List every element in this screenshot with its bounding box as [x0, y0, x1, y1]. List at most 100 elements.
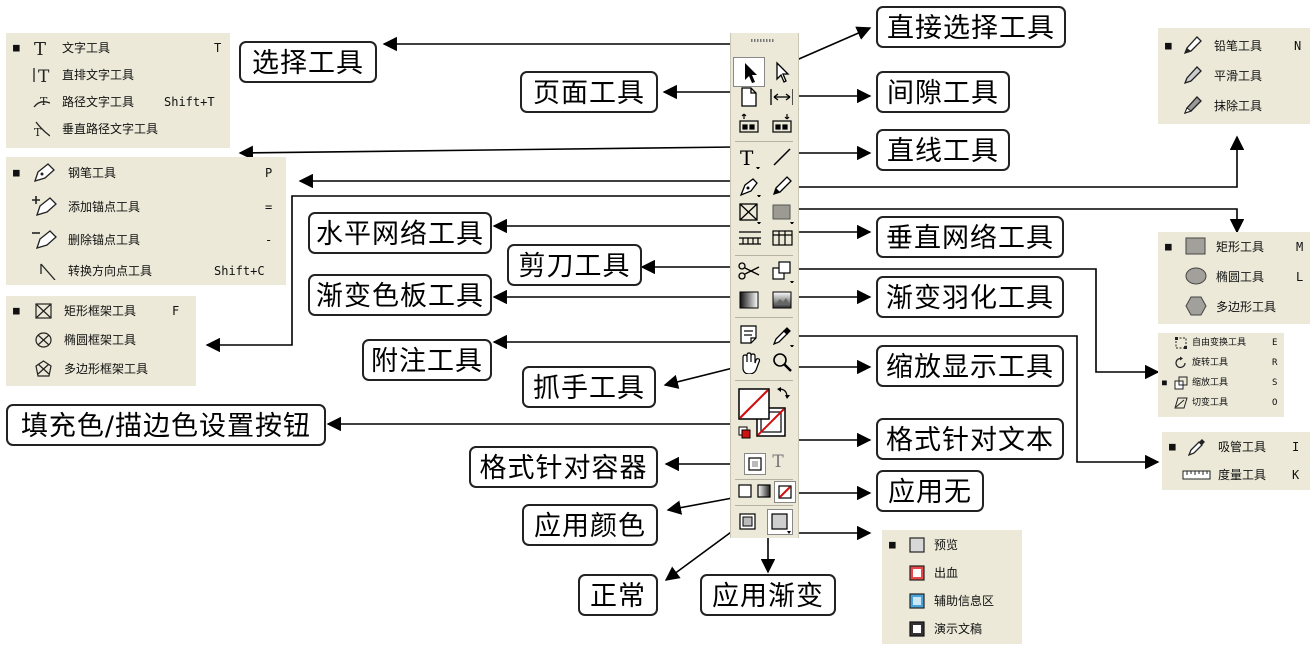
label-fill-stroke-button: 填充色/描边色设置按钮: [6, 404, 326, 446]
flyout-item[interactable]: 抹除工具: [1158, 93, 1310, 119]
free-transform-tool-icon[interactable]: [770, 259, 794, 283]
ellipse-icon: [1185, 267, 1207, 285]
flyout-item[interactable]: 自由变换工具 E: [1158, 333, 1284, 353]
scissors-tool-icon[interactable]: [737, 259, 761, 283]
label-direct-select-tool: 直接选择工具: [876, 6, 1066, 48]
flyout-item[interactable]: 椭圆框架工具: [6, 327, 196, 353]
type-tool-icon[interactable]: T: [737, 145, 761, 169]
frame-tools-flyout: ■ 矩形框架工具 F 椭圆框架工具 多边形框架工具: [6, 296, 196, 386]
label-normal-mode: 正常: [578, 574, 658, 616]
horizontal-grid-tool-icon[interactable]: [737, 226, 761, 250]
apply-gradient-button[interactable]: [755, 482, 773, 500]
type-tools-flyout: ■ T 文字工具 T T 直排文字工具 T 路径文字工具 Shift+T T 垂…: [6, 33, 230, 148]
flyout-item[interactable]: 切变工具 O: [1158, 393, 1284, 413]
scale-icon: [1174, 376, 1188, 390]
add-anchor-icon: [32, 196, 57, 216]
label-select-tool: 选择工具: [239, 41, 377, 83]
content-placer-icon[interactable]: [770, 111, 794, 135]
flyout-item[interactable]: 辅助信息区: [882, 588, 1022, 614]
type-icon: T: [34, 39, 46, 57]
hand-tool-icon[interactable]: [737, 350, 761, 374]
svg-text:T: T: [38, 67, 50, 84]
flyout-item[interactable]: 平滑工具: [1158, 63, 1310, 89]
label-gradient-swatch-tool: 渐变色板工具: [308, 274, 492, 316]
label-gradient-feather-tool: 渐变羽化工具: [876, 276, 1064, 318]
flyout-item[interactable]: T 路径文字工具 Shift+T: [6, 89, 230, 115]
rectangle-icon: [1185, 237, 1206, 255]
format-text-button[interactable]: T: [772, 452, 784, 472]
flyout-item[interactable]: 出血: [882, 560, 1022, 586]
flyout-item[interactable]: ■ 矩形工具 M: [1158, 234, 1310, 260]
rectangle-tool-icon[interactable]: [770, 200, 794, 224]
label-format-text: 格式针对文本: [876, 418, 1064, 460]
arrow-hand: [663, 366, 738, 389]
erase-icon: [1183, 96, 1202, 115]
flyout-item[interactable]: ■ 缩放工具 S: [1162, 376, 1278, 390]
note-tool-icon[interactable]: [737, 323, 761, 347]
pencil-tool-icon[interactable]: [770, 173, 794, 197]
preview-icon: [909, 537, 925, 553]
flyout-item[interactable]: 椭圆工具 L: [1158, 264, 1310, 290]
delete-anchor-icon: [32, 230, 57, 249]
flyout-item[interactable]: T 垂直路径文字工具: [34, 121, 159, 138]
fill-stroke-swatch[interactable]: [735, 383, 797, 445]
zoom-tool-icon[interactable]: [770, 350, 794, 374]
flyout-item[interactable]: 演示文稿: [882, 616, 1022, 642]
free-transform-icon: [1175, 337, 1187, 349]
label-hand-tool: 抓手工具: [522, 366, 656, 408]
flyout-item[interactable]: ■ T 文字工具 T: [6, 35, 230, 61]
svg-text:T: T: [34, 39, 46, 57]
apply-color-button[interactable]: [736, 482, 754, 500]
gradient-swatch-tool-icon[interactable]: [737, 288, 761, 312]
flyout-item[interactable]: 多边形工具: [1158, 294, 1310, 320]
arrow-select: [382, 36, 739, 60]
format-container-button[interactable]: [744, 453, 766, 475]
eyedropper-tool-icon[interactable]: [770, 323, 794, 347]
flyout-item[interactable]: ■ 吸管工具 I: [1162, 434, 1310, 460]
none-icon: [778, 485, 792, 499]
flyout-item[interactable]: ■ 钢笔工具 P: [6, 160, 286, 186]
flyout-item[interactable]: 转换方向点工具 Shift+C: [6, 258, 286, 284]
label-apply-none: 应用无: [876, 470, 984, 512]
line-tool-icon[interactable]: [770, 145, 794, 169]
toolbox-grip-icon[interactable]: [751, 38, 777, 43]
rectangle-frame-tool-icon[interactable]: [737, 200, 761, 224]
arrow-type-flyout: [238, 145, 736, 161]
preview-mode-icon: [771, 513, 791, 534]
flyout-item[interactable]: ■ 预览: [889, 537, 959, 553]
vertical-type-icon: T: [33, 67, 50, 84]
gap-tool-icon[interactable]: [769, 85, 793, 109]
flyout-item[interactable]: ■ 矩形框架工具 F: [13, 303, 180, 319]
flyout-item[interactable]: 度量工具 K: [1162, 462, 1310, 488]
select-tool-button[interactable]: [733, 57, 765, 87]
polygon-icon: [1185, 296, 1207, 316]
flyout-item[interactable]: 多边形框架工具: [6, 356, 196, 382]
flyout-item[interactable]: ■ 铅笔工具 N: [1158, 33, 1310, 59]
ellipse-frame-icon: [35, 332, 52, 348]
svg-text:T: T: [34, 126, 42, 138]
flyout-item[interactable]: T 直排文字工具: [6, 62, 230, 88]
apply-none-button[interactable]: [774, 481, 796, 503]
content-collector-icon[interactable]: [737, 111, 761, 135]
preview-mode-button[interactable]: [767, 509, 793, 535]
arrow-pencil-flyout: [793, 135, 1245, 188]
rotate-icon: [1175, 356, 1186, 369]
select-arrow-icon: [745, 63, 757, 83]
gradient-feather-tool-icon[interactable]: [770, 288, 794, 312]
normal-mode-button[interactable]: [737, 511, 759, 533]
eyedropper-tools-flyout: ■ 吸管工具 I 度量工具 K: [1162, 432, 1310, 490]
vertical-grid-tool-icon[interactable]: [770, 226, 794, 250]
label-apply-color: 应用颜色: [522, 504, 658, 546]
direct-select-icon[interactable]: [770, 60, 794, 84]
pencil-icon: [1183, 36, 1202, 55]
label-scissors-tool: 剪刀工具: [507, 244, 642, 286]
flyout-item[interactable]: 添加锚点工具 =: [6, 194, 286, 220]
svg-text:T: T: [740, 146, 754, 169]
flyout-item[interactable]: 旋转工具 R: [1158, 353, 1284, 373]
container-icon: [748, 457, 762, 471]
flyout-item[interactable]: 删除锚点工具 -: [6, 227, 286, 253]
page-tool-icon[interactable]: [737, 85, 761, 109]
arrow-apply-color: [666, 496, 739, 515]
bleed-icon: [909, 565, 925, 581]
pen-tool-icon[interactable]: [737, 173, 761, 197]
